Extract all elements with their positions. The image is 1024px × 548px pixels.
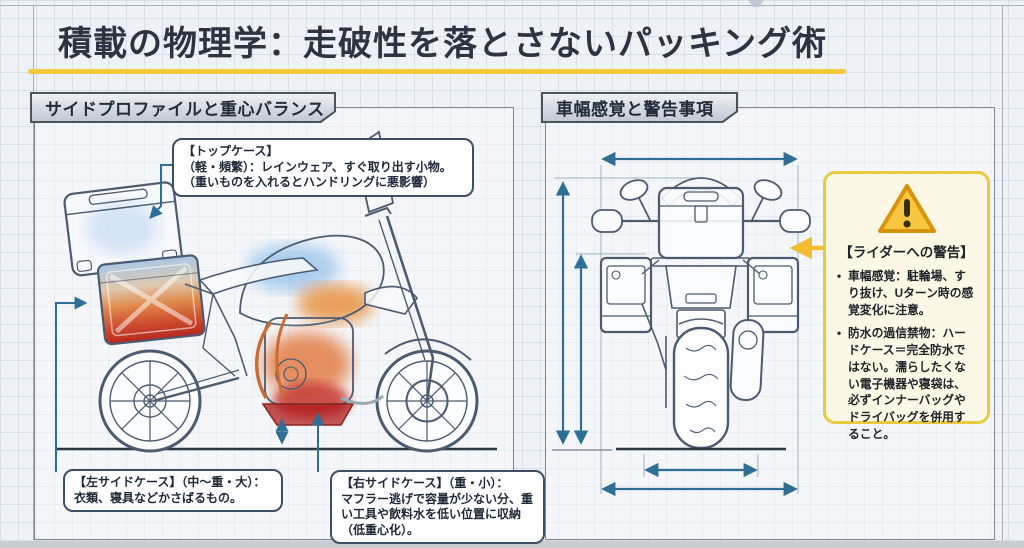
top-case-callout-line2: （軽・頻繁）：レインウェア、すぐ取り出す小物。 — [183, 159, 452, 174]
rider-warning-box: 【ライダーへの警告】 • 車幅感覚：駐輪場、すり抜け、Uターン時の感覚変化に注意… — [823, 171, 990, 441]
sheet-frame-right — [1002, 5, 1003, 540]
warning-triangle-icon — [877, 184, 936, 233]
sheet-top-notch — [748, 0, 764, 7]
side-profile-tab-label: サイドプロファイルと重心バランス — [32, 94, 334, 121]
left-case-callout-title: 【左サイドケース】（中〜重・大）： — [74, 475, 266, 489]
top-case-callout-title: 【トップケース】 — [183, 144, 279, 158]
sheet-frame-left — [33, 5, 34, 540]
left-case-callout: 【左サイドケース】（中〜重・大）： 衣類、寝具などかさばるもの。 — [63, 469, 283, 513]
rear-view-motorcycle-illustration — [552, 151, 824, 497]
right-case-callout: 【右サイドケース】（重・小）： マフラー逃げで容量が少ない分、重い工具や飲料水を… — [330, 470, 545, 545]
rear-view-body — [591, 177, 811, 450]
title-underline-accent — [28, 69, 846, 74]
rear-view-tab-label: 車幅感覚と警告事項 — [543, 94, 736, 121]
top-case-leader-arrow — [149, 164, 173, 219]
page-title: 積載の物理学：走破性を落とさないパッキング術 — [58, 25, 827, 63]
warning-title: 【ライダーへの警告】 — [839, 245, 974, 260]
left-case-callout-body: 衣類、寝具などかさばるもの。 — [74, 490, 243, 505]
sheet-frame-top — [0, 5, 1024, 6]
side-case — [96, 254, 206, 346]
rear-wheel — [98, 349, 202, 453]
warning-bullet-2: • 防水の過信禁物：ハードケース＝完全防水ではない。濡らしたくない電子機器や寝袋… — [837, 325, 976, 442]
top-case-callout-line3: （重いものを入れるとハンドリングに悪影響） — [183, 175, 436, 190]
warning-bullet-1: • 車幅感覚：駐輪場、すり抜け、Uターン時の感覚変化に注意。 — [837, 268, 976, 318]
warning-bullet-1-text: 車幅感覚：駐輪場、すり抜け、Uターン時の感覚変化に注意。 — [848, 269, 974, 317]
side-profile-tab: サイドプロファイルと重心バランス — [30, 92, 336, 123]
bullet-dot: • — [837, 326, 842, 341]
annotation-leaders — [55, 164, 325, 472]
side-view-motorcycle-illustration — [55, 130, 497, 472]
rear-view-tab: 車幅感覚と警告事項 — [541, 92, 738, 123]
sheet-bottom-edge — [0, 541, 1024, 548]
top-case-callout: 【トップケース】 （軽・頻繁）：レインウェア、すぐ取り出す小物。 （重いものを入… — [172, 138, 474, 197]
warning-bullet-2-text: 防水の過信禁物：ハードケース＝完全防水ではない。濡らしたくない電子機器や寝袋は、… — [848, 326, 966, 441]
left-case-leader-arrow — [55, 296, 88, 472]
dimension-arrows — [555, 151, 798, 497]
right-case-callout-body: マフラー逃げで容量が少ない分、重い工具や飲料水を低い位置に収納（低重心化）。 — [341, 491, 534, 537]
bullet-dot: • — [837, 269, 842, 283]
motorcycle-body — [152, 130, 472, 426]
right-case-callout-title: 【右サイドケース】（重・小）： — [341, 476, 509, 490]
